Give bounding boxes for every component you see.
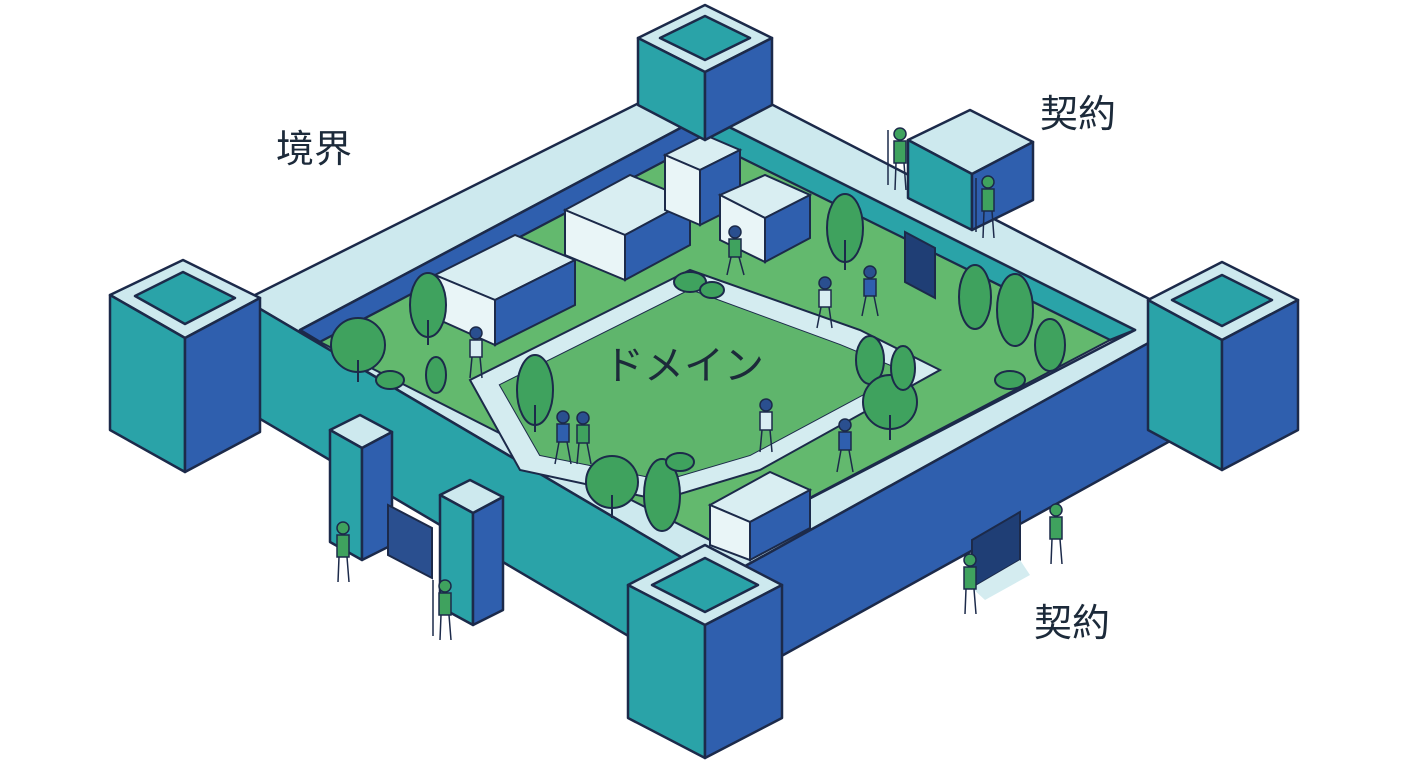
towers (108, 3, 1300, 760)
guard-icon (432, 579, 452, 641)
tree-icon (1034, 318, 1066, 372)
tree-icon (890, 345, 916, 391)
tree-icon (643, 458, 681, 532)
guard-icon (1049, 503, 1063, 565)
boundary-label: 境界 (276, 127, 353, 171)
tower-icon (626, 543, 784, 760)
bush (699, 281, 725, 299)
guard-icon (963, 553, 977, 615)
tower-icon (636, 3, 774, 142)
person-icon (469, 326, 483, 379)
bush (665, 452, 695, 472)
tower-icon (1146, 260, 1300, 472)
guard-icon (887, 127, 907, 191)
tree-icon (996, 273, 1034, 347)
contract-label-top: 契約 (1040, 92, 1117, 136)
trees (330, 193, 1066, 532)
guard-icon (975, 175, 995, 239)
person-icon (576, 411, 592, 465)
inner-lawn (500, 290, 905, 480)
person-icon (816, 276, 833, 329)
contract-label-bottom: 契約 (1034, 601, 1111, 645)
gate-icon (904, 230, 936, 300)
person-icon (759, 398, 773, 453)
tree-icon (425, 356, 447, 394)
tree-icon (826, 193, 864, 270)
bush (994, 370, 1026, 390)
building-icon (707, 470, 813, 562)
tree-icon (958, 264, 992, 330)
gates (387, 230, 1030, 600)
gate-light (972, 560, 1030, 600)
gate-icon (387, 503, 433, 580)
person-icon (726, 225, 745, 276)
bush (375, 370, 405, 390)
tree-icon (585, 455, 639, 518)
guard-icon (336, 521, 350, 583)
tower-icon (108, 258, 262, 474)
people (336, 127, 1063, 641)
person-icon (554, 410, 572, 465)
person-icon (861, 265, 879, 317)
domain-label: ドメイン (604, 343, 764, 389)
building-icon (562, 173, 693, 282)
tree-icon (516, 354, 554, 432)
tree-icon (409, 272, 447, 345)
buildings (432, 133, 813, 562)
building-icon (432, 233, 578, 347)
person-icon (836, 418, 854, 473)
tree-icon (330, 317, 386, 382)
